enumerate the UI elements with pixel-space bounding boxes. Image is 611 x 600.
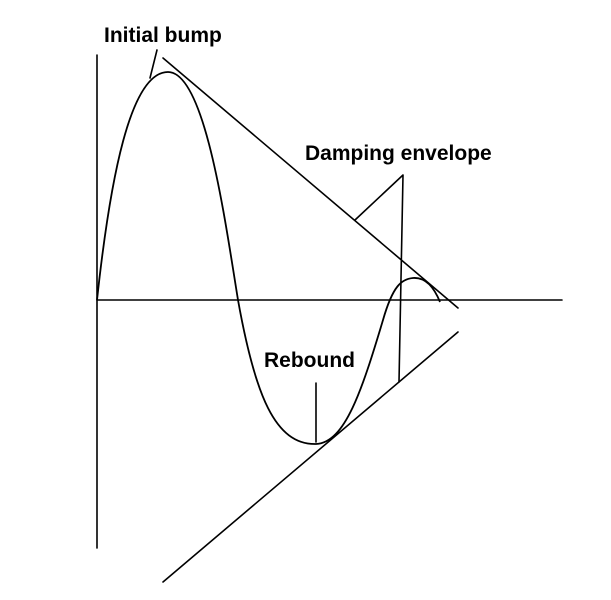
initial-bump-pointer bbox=[149, 49, 158, 79]
oscillation-curve bbox=[96, 71, 441, 445]
damping-envelope-label: Damping envelope bbox=[305, 142, 492, 165]
initial-bump-label: Initial bump bbox=[104, 24, 222, 47]
rebound-label: Rebound bbox=[264, 349, 355, 372]
damping-envelope-pointer bbox=[354, 174, 404, 383]
lower-envelope-line bbox=[162, 331, 459, 583]
upper-envelope-line bbox=[162, 57, 459, 309]
